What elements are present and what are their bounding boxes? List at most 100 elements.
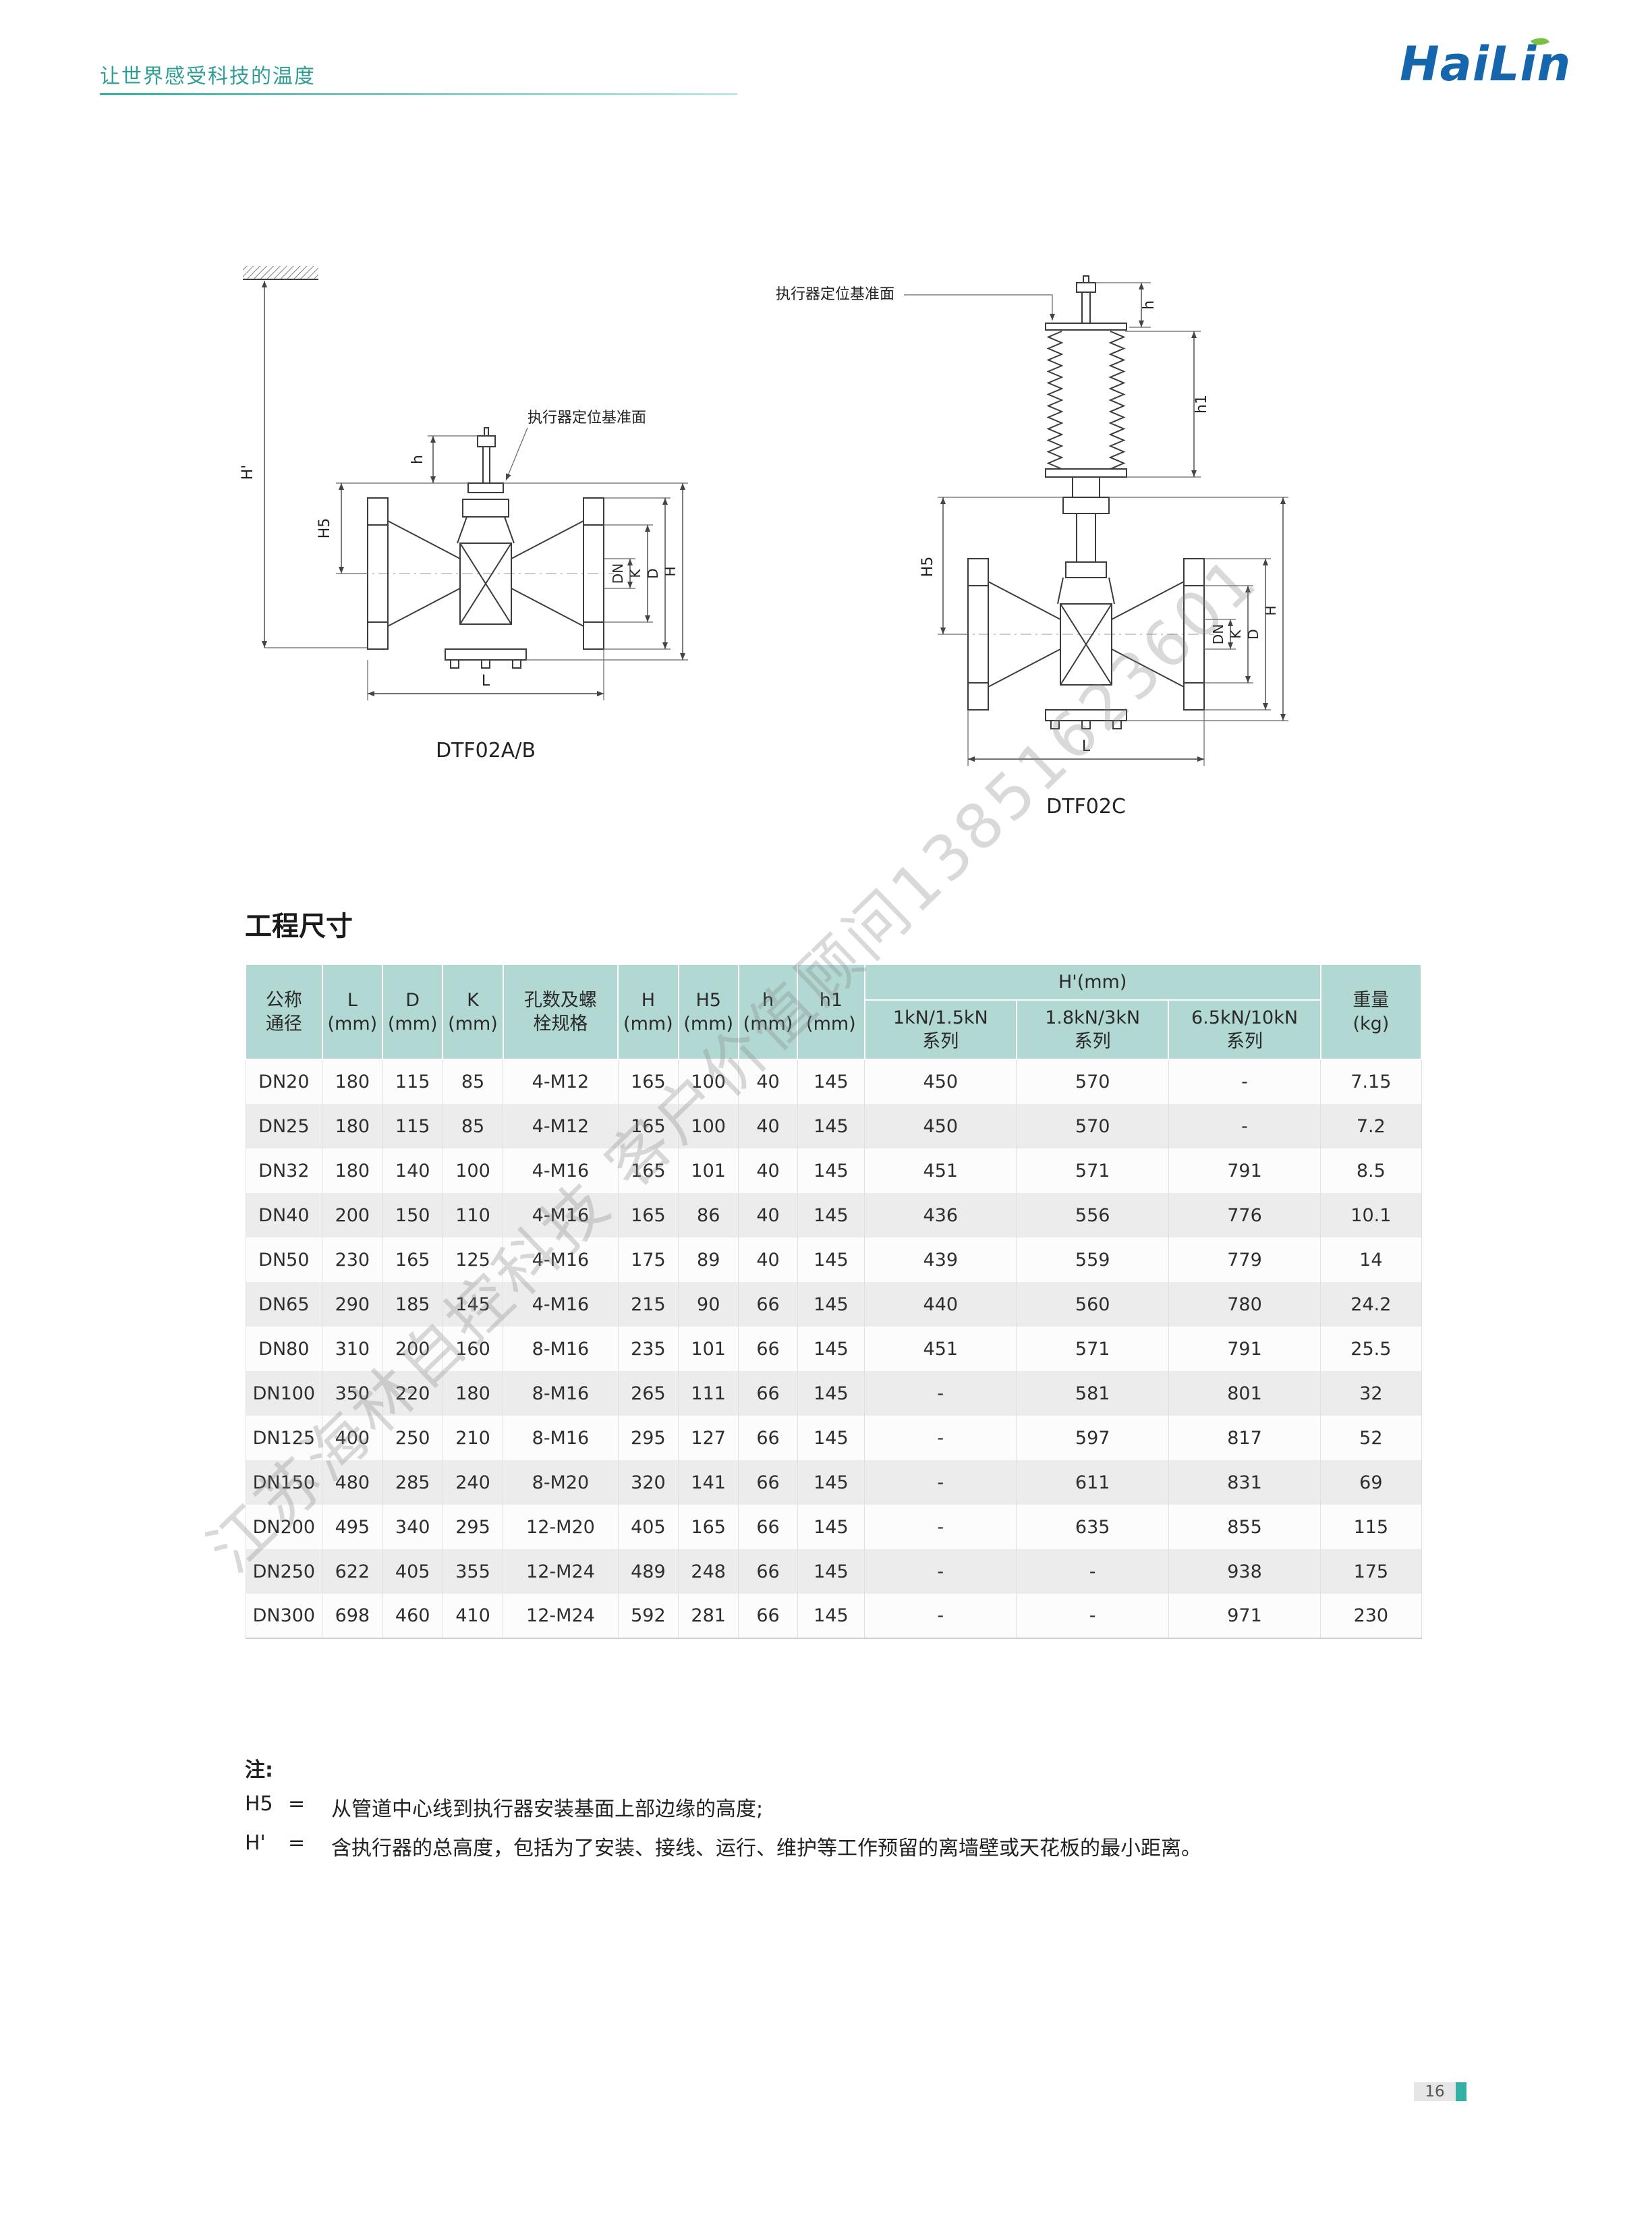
table-cell: 451	[864, 1148, 1017, 1194]
table-cell: 52	[1320, 1416, 1422, 1461]
table-cell: 66	[738, 1594, 798, 1640]
table-cell: 175	[1320, 1549, 1422, 1594]
col-header-h: h (mm)	[737, 963, 799, 1061]
table-cell: 12-M20	[503, 1505, 619, 1550]
table-cell: 145	[442, 1282, 504, 1327]
table-cell: 971	[1168, 1594, 1321, 1640]
table-cell: 831	[1168, 1460, 1321, 1505]
table-cell: 295	[617, 1416, 679, 1461]
table-cell: 559	[1016, 1237, 1169, 1283]
table-cell: 801	[1168, 1371, 1321, 1416]
dim-label-h: h	[409, 455, 426, 464]
table-cell: 210	[442, 1416, 504, 1461]
table-cell: -	[864, 1460, 1017, 1505]
table-cell: 25.5	[1320, 1327, 1422, 1372]
table-cell: 340	[382, 1505, 443, 1550]
stem-drawing	[1045, 275, 1127, 331]
table-cell: 220	[382, 1371, 443, 1416]
table-cell: 86	[678, 1193, 739, 1238]
table-cell: 185	[382, 1282, 443, 1327]
table-cell: 350	[322, 1371, 383, 1416]
table-cell: 230	[1320, 1594, 1422, 1640]
col-header-D: D (mm)	[382, 963, 444, 1061]
table-cell: 405	[617, 1505, 679, 1550]
table-cell: 115	[1320, 1505, 1422, 1550]
table-cell: 10.1	[1320, 1193, 1422, 1238]
table-cell: 24.2	[1320, 1282, 1422, 1327]
dim-label-h5: H5	[919, 557, 936, 578]
table-cell: 4-M12	[503, 1059, 619, 1105]
note-line: H'=含执行器的总高度，包括为了安装、接线、运行、维护等工作预留的离墙壁或天花板…	[245, 1831, 1201, 1861]
table-cell: 145	[797, 1505, 865, 1550]
table-cell: 165	[617, 1148, 679, 1194]
dim-label-dn: DN	[610, 563, 626, 584]
table-cell: 248	[678, 1549, 739, 1594]
table-cell: 165	[382, 1237, 443, 1283]
table-cell: 180	[322, 1059, 383, 1105]
table-cell: 215	[617, 1282, 679, 1327]
table-cell: 101	[678, 1327, 739, 1372]
table-cell: 145	[797, 1327, 865, 1372]
valve-body-drawing	[367, 427, 604, 669]
valve-body-drawing	[967, 558, 1205, 729]
dim-label-d: D	[645, 568, 661, 578]
table-cell: 200	[382, 1327, 443, 1372]
bellows-drawing	[1045, 331, 1127, 478]
table-cell: 240	[442, 1460, 504, 1505]
table-cell: DN100	[245, 1371, 323, 1416]
table-cell: 160	[442, 1327, 504, 1372]
header-slogan: 让世界感受科技的温度	[100, 65, 316, 88]
table-cell: 145	[797, 1416, 865, 1461]
table-cell: -	[864, 1594, 1017, 1640]
table-cell: 66	[738, 1371, 798, 1416]
note-eq: =	[288, 1792, 306, 1816]
dim-label-h: h	[1141, 300, 1158, 310]
table-cell: -	[1168, 1104, 1321, 1149]
col-header-series-1kn: 1kN/1.5kN 系列	[863, 999, 1017, 1061]
table-cell: 8-M16	[503, 1327, 619, 1372]
table-cell: 40	[738, 1104, 798, 1149]
table-cell: 145	[797, 1104, 865, 1149]
bonnet-drawing	[1057, 476, 1115, 605]
section-title: 工程尺寸	[245, 911, 353, 942]
table-cell: 281	[678, 1594, 739, 1640]
table-cell: 265	[617, 1371, 679, 1416]
table-cell: 145	[797, 1594, 865, 1640]
col-header-hprime-group: H'(mm)	[863, 963, 1321, 1001]
table-cell: 571	[1016, 1148, 1169, 1194]
table-cell: 165	[617, 1193, 679, 1238]
table-cell: 101	[678, 1148, 739, 1194]
table-cell: 571	[1016, 1327, 1169, 1372]
table-cell: 440	[864, 1282, 1017, 1327]
table-cell: 938	[1168, 1549, 1321, 1594]
table-cell: 489	[617, 1549, 679, 1594]
note-text: 含执行器的总高度，包括为了安装、接线、运行、维护等工作预留的离墙壁或天花板的最小…	[331, 1837, 1201, 1860]
table-cell: 4-M16	[503, 1193, 619, 1238]
dim-label-h5: H5	[316, 518, 333, 539]
table-cell: 450	[864, 1059, 1017, 1105]
table-cell: 4-M16	[503, 1148, 619, 1194]
note-term: H'	[245, 1831, 266, 1855]
dim-label-big-h: H	[1263, 605, 1279, 615]
table-cell: 165	[617, 1059, 679, 1105]
table-cell: 410	[442, 1594, 504, 1640]
table-cell: 8.5	[1320, 1148, 1422, 1194]
table-cell: 817	[1168, 1416, 1321, 1461]
ceiling-hatch-icon	[243, 266, 318, 280]
table-cell: -	[864, 1505, 1017, 1550]
table-cell: 85	[442, 1104, 504, 1149]
note-text: 从管道中心线到执行器安装基面上部边缘的高度;	[331, 1798, 764, 1821]
table-cell: 560	[1016, 1282, 1169, 1327]
table-cell: 439	[864, 1237, 1017, 1283]
table-cell: 127	[678, 1416, 739, 1461]
table-cell: 150	[382, 1193, 443, 1238]
table-cell: DN50	[245, 1237, 323, 1283]
table-cell: 355	[442, 1549, 504, 1594]
dim-label-big-h: H	[662, 566, 679, 576]
